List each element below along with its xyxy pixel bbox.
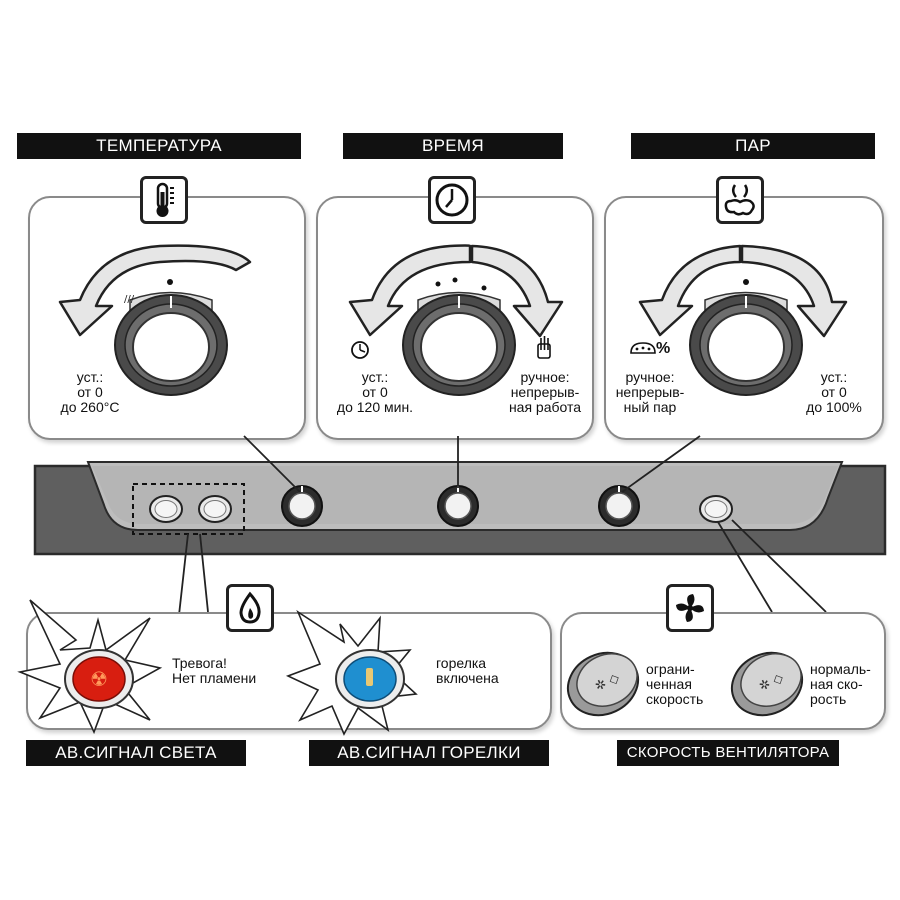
svg-text:///: /// <box>124 294 135 305</box>
alarm-lamp-title: АВ.СИГНАЛ СВЕТА <box>26 740 246 766</box>
steam-range-text: уст.: от 0 до 100% <box>806 369 862 415</box>
reduced-speed-text: ограни- ченная скорость <box>646 661 704 707</box>
burner-lamp <box>335 649 405 709</box>
normal-speed-button: ✲ ◇ <box>730 651 804 717</box>
steam-percent-symbol: % <box>656 340 671 357</box>
time-title: ВРЕМЯ <box>343 133 563 159</box>
time-manual-text: ручное: непрерыв- ная работа <box>508 369 582 415</box>
time-panel-knob[interactable] <box>437 485 479 527</box>
steam-title: ПАР <box>631 133 875 159</box>
steam-panel-knob[interactable] <box>598 485 640 527</box>
timer-symbol-icon <box>351 341 369 359</box>
alarm-lamp-button[interactable] <box>149 495 183 523</box>
thermometer-icon <box>140 176 188 224</box>
normal-speed-text: нормаль- ная ско- рость <box>810 661 871 707</box>
manual-hand-icon <box>537 336 551 359</box>
fan-icon <box>666 584 714 632</box>
temperature-knob[interactable]: /// <box>114 279 228 396</box>
temperature-panel-knob[interactable] <box>281 485 323 527</box>
temperature-range-text: уст.: от 0 до 260°C <box>60 369 120 415</box>
steam-icon <box>716 176 764 224</box>
steam-drops-icon <box>630 342 656 354</box>
burner-lamp-title: АВ.СИГНАЛ ГОРЕЛКИ <box>309 740 549 766</box>
time-knob[interactable] <box>402 277 516 396</box>
burner-lamp-button[interactable] <box>198 495 232 523</box>
fan-speed-button[interactable] <box>699 495 733 523</box>
steam-knob[interactable] <box>689 279 803 396</box>
flame-icon <box>226 584 274 632</box>
svg-text:☢: ☢ <box>90 667 108 691</box>
clock-icon <box>428 176 476 224</box>
reduced-speed-button: ✲ ◇ <box>566 651 640 717</box>
fan-speed-title: СКОРОСТЬ ВЕНТИЛЯТОРА <box>617 740 839 766</box>
time-range-text: уст.: от 0 до 120 мин. <box>336 369 414 415</box>
leader-lines <box>177 435 827 625</box>
temperature-title: ТЕМПЕРАТУРА <box>17 133 301 159</box>
alarm-lamp-text: Тревога! Нет пламени <box>172 655 257 686</box>
burner-lamp-text: горелка включена <box>436 655 499 686</box>
steam-manual-text: ручное: непрерыв- ный пар <box>615 369 685 415</box>
alarm-lamp: ☢ <box>64 649 134 709</box>
